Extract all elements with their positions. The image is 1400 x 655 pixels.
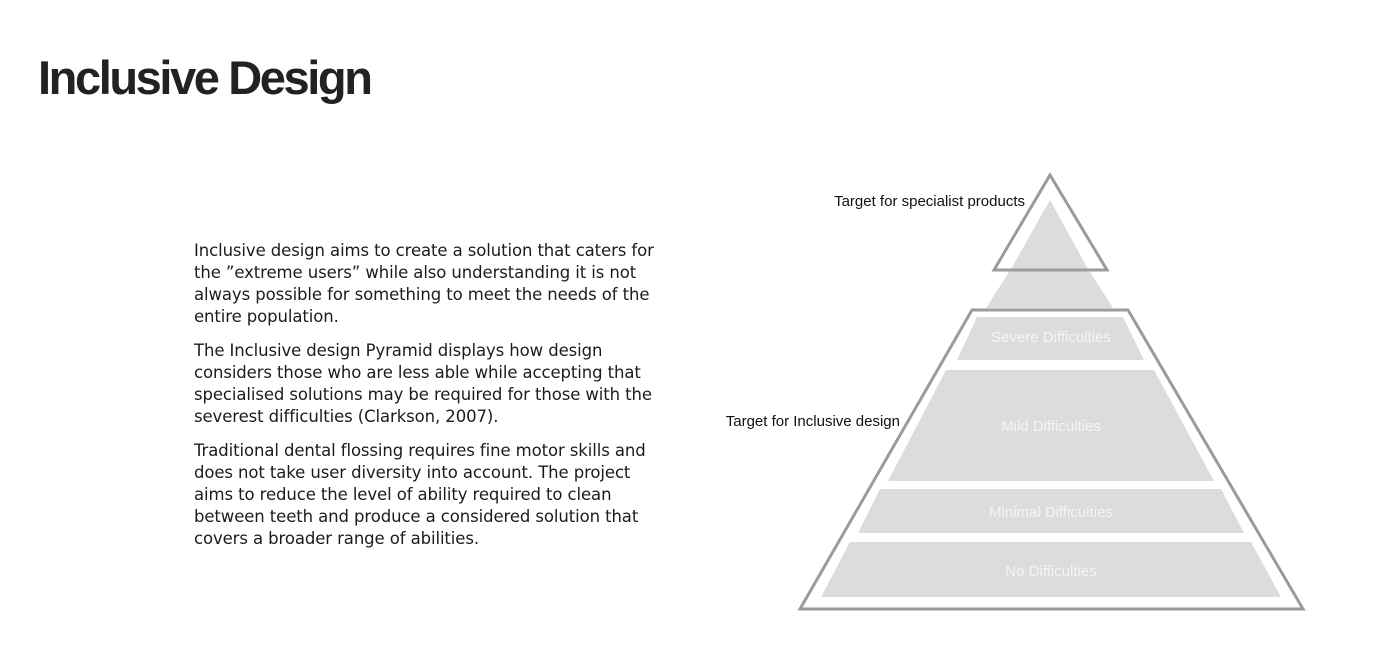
pyramid-tip: [1011, 200, 1088, 269]
tier-label-mild: Mild Difficulties: [1001, 418, 1101, 435]
tier-no-difficulties: [821, 542, 1281, 597]
tier-mild-difficulties: [888, 370, 1214, 481]
inclusive-target-outline: [797, 308, 1306, 611]
body-text: Inclusive design aims to create a soluti…: [194, 240, 664, 562]
pyramid-description-paragraph: The Inclusive design Pyramid displays ho…: [194, 341, 652, 426]
tier-label-none: No Difficulties: [1005, 563, 1096, 580]
page-title: Inclusive Design: [38, 51, 373, 104]
specialist-target-outline: [991, 172, 1110, 272]
tier-severe-difficulties: [957, 317, 1144, 360]
inclusive-target-label: Target for Inclusive design: [726, 413, 900, 430]
pyramid-upper-band: [986, 269, 1113, 308]
tier-minimal-difficulties: [858, 489, 1244, 533]
intro-paragraph: Inclusive design aims to create a soluti…: [194, 241, 654, 326]
tier-label-minimal: Minimal Difficulties: [989, 504, 1113, 521]
project-aim-paragraph: Traditional dental flossing requires fin…: [194, 441, 646, 548]
tier-label-severe: Severe Difficulties: [991, 329, 1111, 346]
specialist-target-label: Target for specialist products: [834, 193, 1025, 210]
